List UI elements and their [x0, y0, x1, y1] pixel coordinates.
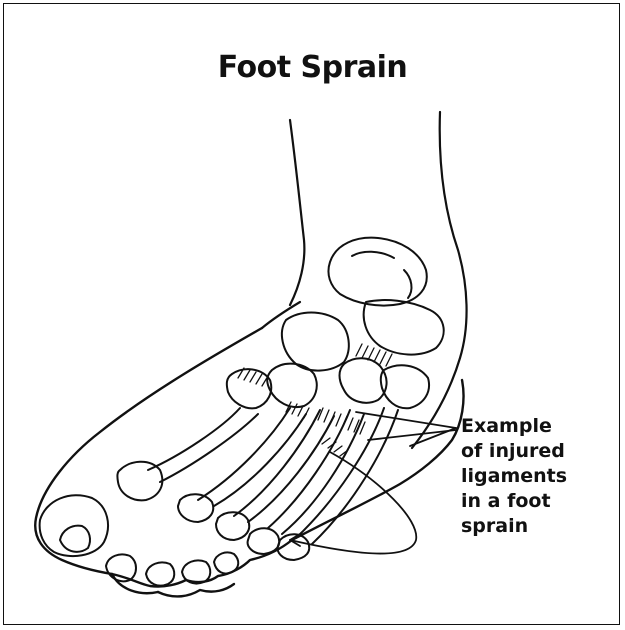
metatarsal-bones — [117, 408, 398, 560]
toes — [40, 495, 239, 585]
callout-line: of injured — [461, 439, 611, 464]
injured-ligaments-callout: Example of injured ligaments in a foot s… — [461, 414, 611, 539]
leg-outline — [262, 112, 467, 448]
callout-line: ligaments — [461, 464, 611, 489]
tarsal-bones — [227, 238, 444, 409]
callout-line: in a foot — [461, 489, 611, 514]
callout-line: sprain — [461, 514, 611, 539]
callout-line: Example — [461, 414, 611, 439]
